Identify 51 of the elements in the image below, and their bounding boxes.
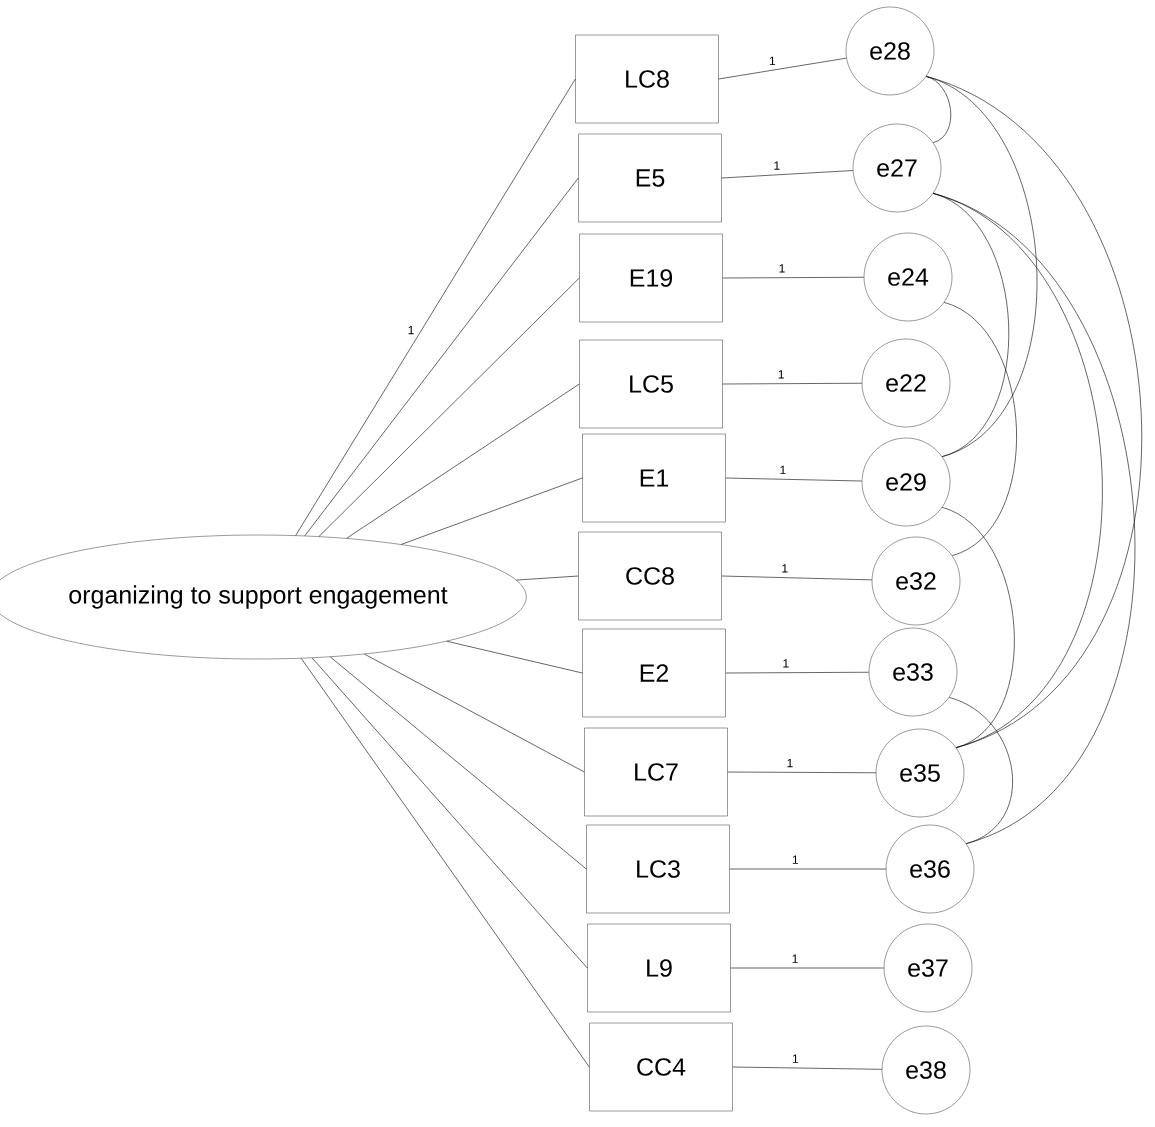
edge-label: 1 xyxy=(406,324,416,336)
edge-label: 1 xyxy=(780,563,790,574)
observed-variable-box: LC5 xyxy=(579,339,723,429)
path-line xyxy=(300,658,590,1068)
path-line xyxy=(730,967,885,969)
path-line xyxy=(516,575,579,581)
observed-variable-box: E1 xyxy=(582,433,726,523)
observed-variable-box: LC8 xyxy=(575,34,719,124)
observed-variable-box: LC7 xyxy=(584,727,728,817)
path-line xyxy=(364,653,585,773)
edge-label: 1 xyxy=(790,854,800,865)
observed-variable-box: CC4 xyxy=(589,1022,733,1112)
path-line xyxy=(346,383,580,539)
path-line xyxy=(330,656,587,870)
path-line xyxy=(295,78,576,536)
path-line xyxy=(311,657,588,969)
path-line xyxy=(727,771,877,774)
covariance-arc xyxy=(932,193,1135,844)
path-line xyxy=(721,575,873,581)
path-line xyxy=(729,868,887,870)
covariance-arc xyxy=(941,507,1015,748)
covariance-arc xyxy=(925,76,1142,748)
path-line xyxy=(446,640,583,674)
observed-variable-box: E19 xyxy=(579,233,723,323)
path-line xyxy=(722,276,865,279)
edge-label: 1 xyxy=(776,369,786,380)
path-line xyxy=(304,177,579,537)
path-line xyxy=(718,57,847,80)
path-line xyxy=(725,477,863,482)
observed-variable-box: LC3 xyxy=(586,824,730,914)
covariance-arc xyxy=(925,76,952,143)
observed-variable-box: CC8 xyxy=(578,531,722,621)
edge-label: 1 xyxy=(781,658,791,669)
edge-label: 1 xyxy=(791,1053,800,1064)
path-line xyxy=(318,277,580,537)
edge-label: 1 xyxy=(772,160,782,171)
covariance-arc xyxy=(948,697,1013,844)
covariance-arc xyxy=(943,302,1017,556)
observed-variable-box: L9 xyxy=(587,923,731,1013)
path-line xyxy=(721,170,854,179)
edge-label: 1 xyxy=(777,263,787,274)
edge-label: 1 xyxy=(790,953,800,964)
observed-variable-box: E5 xyxy=(578,133,722,223)
observed-variable-box: E2 xyxy=(582,628,726,718)
path-line xyxy=(732,1066,883,1070)
path-line xyxy=(725,671,870,674)
edge-label: 1 xyxy=(785,757,795,769)
path-line xyxy=(722,382,863,385)
path-line xyxy=(401,477,583,545)
edge-label: 1 xyxy=(778,464,788,476)
edge-label: 1 xyxy=(768,55,777,67)
